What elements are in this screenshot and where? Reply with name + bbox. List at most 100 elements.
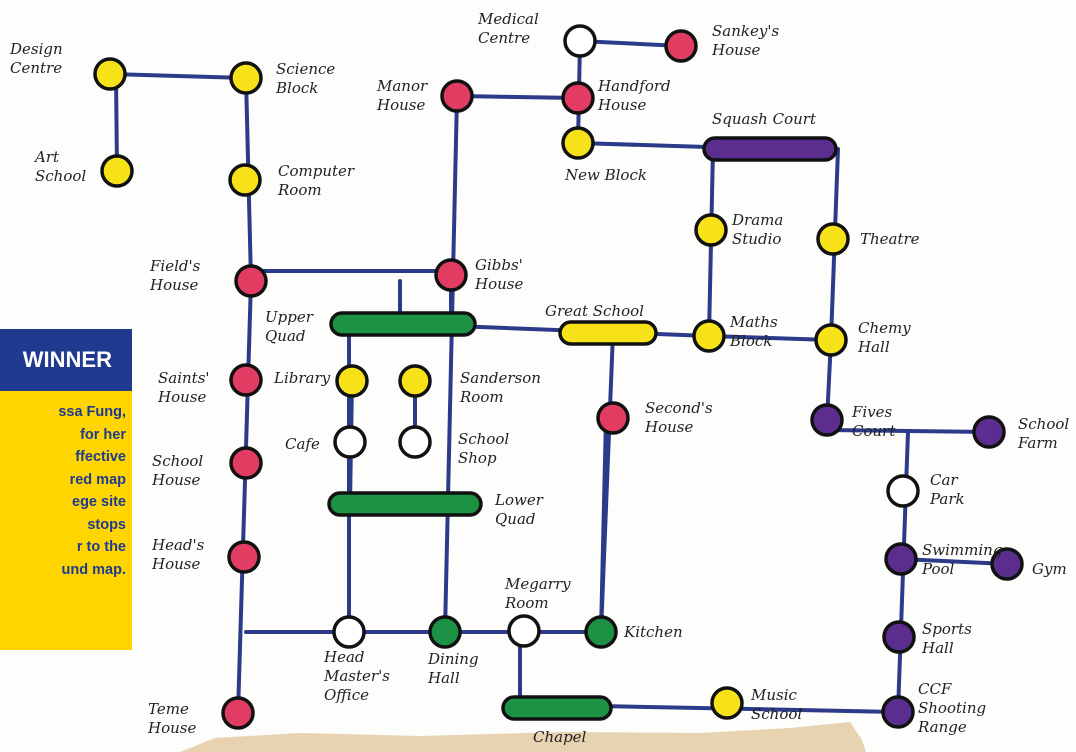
label-line: Fives [851, 403, 893, 421]
station-fives-court [810, 403, 844, 437]
winner-banner-line: for her [80, 426, 126, 443]
label-line: Office [324, 686, 369, 704]
station-head-masters-office [332, 615, 366, 649]
station-kitchen [584, 615, 618, 649]
route-line [707, 334, 833, 342]
station-gym [990, 547, 1024, 581]
station-library [335, 364, 369, 398]
label-line: Shop [458, 449, 497, 467]
station-manor-house [440, 79, 474, 113]
label-line: School [35, 167, 86, 185]
winner-banner-line: ege site [72, 494, 126, 510]
label-line: Drama [731, 211, 783, 229]
route-line [899, 557, 1009, 566]
route-line [108, 72, 248, 80]
label-line: Sankey's [712, 22, 779, 40]
station-dining-hall [428, 615, 462, 649]
label-chapel: Chapel [533, 728, 587, 746]
label-line: Quad [495, 510, 536, 528]
station-school-shop [398, 425, 432, 459]
label-line: Block [729, 332, 772, 350]
label-line: Room [504, 594, 549, 612]
station-theatre [816, 222, 850, 256]
winner-banner-line: red map [69, 471, 126, 488]
label-line: Teme [148, 700, 189, 718]
winner-banner-text: ssa Fung, for her ffective red map ege site s… [0, 391, 132, 650]
label-line: House [149, 276, 198, 294]
station-computer-room [228, 163, 262, 197]
station-maths-block [692, 319, 726, 353]
winner-banner-line: stops [87, 516, 126, 533]
winner-banner-line: ssa Fung, [58, 404, 126, 420]
station-seconds-house [596, 401, 630, 435]
label-kitchen: Kitchen [623, 623, 683, 641]
station-saints-house [229, 363, 263, 397]
station-markers [93, 24, 1024, 730]
label-line: House [147, 719, 196, 737]
label-line: Studio [732, 230, 781, 248]
label-line: Field's [149, 257, 201, 275]
label-line: Quad [265, 327, 306, 345]
winner-banner-line: und map. [61, 561, 126, 578]
station-swimming-pool [884, 542, 918, 576]
route-line [578, 39, 683, 48]
label-line: Block [275, 79, 318, 97]
station-heads-house [227, 540, 261, 574]
label-line: Range [917, 718, 967, 736]
label-line: House [644, 418, 693, 436]
label-line: House [157, 388, 206, 406]
station-new-block [561, 126, 595, 160]
station-great-school [558, 320, 658, 346]
label-line: Centre [10, 59, 62, 77]
label-line: Sports [922, 620, 972, 638]
label-line: Design [9, 40, 63, 58]
torn-paper-edge [180, 722, 866, 752]
route-line [443, 94, 459, 634]
label-squash-court: Squash Court [712, 110, 817, 128]
label-line: School [1018, 415, 1069, 433]
label-line: Room [277, 181, 322, 199]
label-line: Farm [1017, 434, 1058, 452]
label-new-block: New Block [564, 166, 647, 184]
label-library: Library [273, 369, 331, 387]
label-saints-house: Saints'House [157, 369, 210, 406]
station-sanderson-room [398, 364, 432, 398]
station-ccf-shooting-range [881, 695, 915, 729]
winner-banner-line: ffective [75, 449, 126, 465]
label-gibbs-house: Gibbs'House [474, 256, 523, 293]
label-line: School [458, 430, 509, 448]
station-chapel [501, 695, 613, 721]
station-chemy-hall [814, 323, 848, 357]
station-sports-hall [882, 620, 916, 654]
label-line: Upper [265, 308, 314, 326]
label-line: House [711, 41, 760, 59]
station-handford-house [561, 81, 595, 115]
label-line: Hall [857, 338, 890, 356]
station-science-block [229, 61, 263, 95]
label-line: Saints' [158, 369, 210, 387]
label-line: Cafe [285, 435, 320, 453]
label-line: Centre [478, 29, 530, 47]
label-line: Sanderson [460, 369, 541, 387]
route-line [455, 94, 580, 100]
label-line: Shooting [918, 699, 986, 717]
station-cafe [333, 425, 367, 459]
label-line: House [151, 471, 200, 489]
label-line: House [474, 275, 523, 293]
label-theatre: Theatre [860, 230, 920, 248]
